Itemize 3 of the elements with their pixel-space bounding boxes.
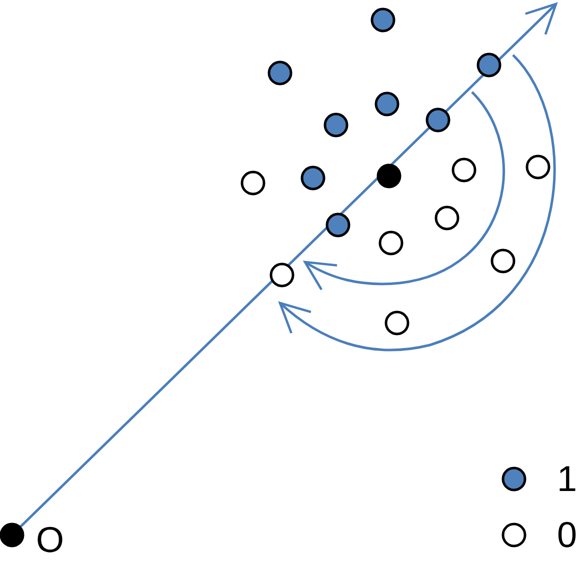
legend-label: 0	[557, 517, 578, 553]
origin-label: O	[36, 522, 64, 558]
legend-label: 1	[557, 461, 578, 497]
